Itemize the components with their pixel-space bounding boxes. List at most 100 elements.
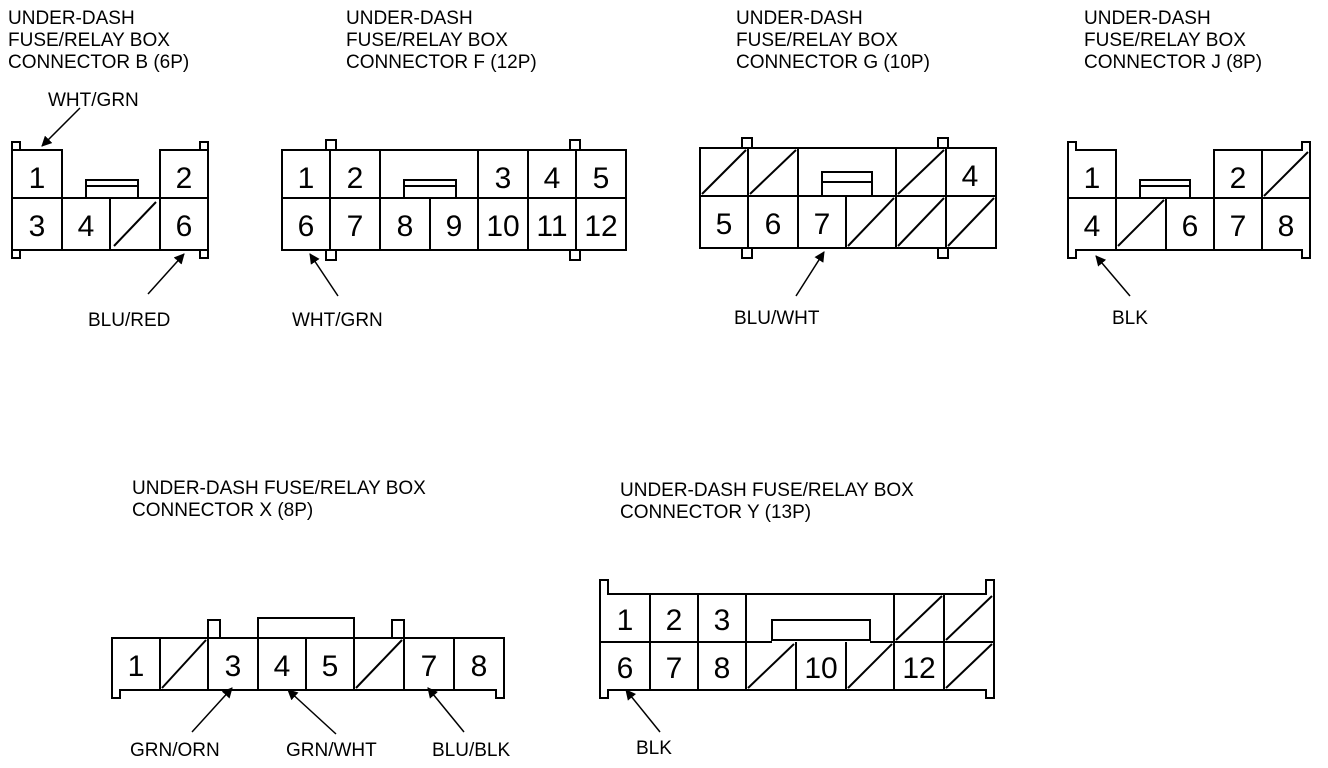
pin-x-5: 5 (322, 650, 339, 683)
pin-f-6: 6 (298, 210, 315, 243)
connector-g-title-line-1: UNDER-DASH (736, 8, 863, 29)
connector-y-bottom-slash-1 (747, 643, 795, 689)
pin-x-4: 4 (274, 650, 291, 683)
connector-g-title: UNDER-DASH FUSE/RELAY BOX CONNECTOR G (1… (736, 8, 930, 74)
connector-b (11, 141, 209, 259)
arrow-x-7 (427, 687, 465, 733)
connector-g-latch (821, 171, 873, 197)
connector-y (599, 579, 995, 699)
pin-f-11: 11 (536, 210, 567, 243)
pin-y-8: 8 (714, 652, 731, 685)
pin-f-9: 9 (446, 210, 463, 243)
connector-b-title-line-3: CONNECTOR B (6P) (8, 52, 190, 73)
arrow-j-4 (1095, 255, 1131, 297)
pin-g-5: 5 (716, 208, 733, 241)
connector-x-title: UNDER-DASH FUSE/RELAY BOX CONNECTOR X (8… (132, 478, 426, 522)
pin-y-3: 3 (714, 604, 731, 637)
connector-j-bottom-slash (1117, 199, 1165, 247)
pin-x-8: 8 (471, 650, 488, 683)
connector-g-bottom-slash-2 (897, 197, 945, 247)
connector-f (281, 139, 627, 261)
pin-y-6: 6 (617, 652, 634, 685)
connector-g-top-slash-3 (897, 149, 945, 195)
connector-j-top-slash (1263, 151, 1309, 197)
wire-label-j-4: BLK (1112, 308, 1148, 329)
wire-label-y-6: BLK (636, 738, 672, 759)
wire-label-b-6: BLU/RED (88, 310, 170, 331)
connector-g-housing (699, 147, 997, 249)
connector-f-title: UNDER-DASH FUSE/RELAY BOX CONNECTOR F (1… (346, 8, 537, 74)
connector-y-housing (599, 579, 995, 699)
arrow-x-3 (191, 687, 233, 733)
pin-b-4: 4 (78, 210, 95, 243)
pin-f-4: 4 (544, 162, 561, 195)
connector-g (699, 137, 997, 259)
pin-b-2: 2 (176, 162, 193, 195)
pin-f-10: 10 (486, 210, 519, 243)
pin-f-1: 1 (298, 162, 315, 195)
pin-f-7: 7 (347, 210, 364, 243)
connector-f-title-line-1: UNDER-DASH (346, 8, 473, 29)
pin-b-1: 1 (29, 162, 46, 195)
connector-j-title: UNDER-DASH FUSE/RELAY BOX CONNECTOR J (8… (1084, 8, 1262, 74)
arrow-b-1 (41, 107, 81, 147)
connector-g-bottom-slash-3 (947, 197, 995, 247)
connector-g-tab-bottom-left (741, 247, 753, 259)
pin-j-8: 8 (1278, 210, 1295, 243)
pin-x-7: 7 (421, 650, 438, 683)
pin-j-4: 4 (1084, 210, 1101, 243)
connector-f-title-line-3: CONNECTOR F (12P) (346, 52, 537, 73)
connector-b-cell-5-slash (113, 201, 157, 247)
pin-j-7: 7 (1230, 210, 1247, 243)
connector-f-tab-bottom-right (569, 249, 581, 261)
pin-x-1: 1 (128, 650, 145, 683)
connector-f-tab-top-right (569, 139, 581, 151)
connector-y-top-slash-1 (895, 595, 943, 641)
connector-f-tab-bottom-left (325, 249, 337, 261)
pin-b-3: 3 (29, 210, 46, 243)
pin-y-7: 7 (666, 652, 683, 685)
connector-y-bottom-slash-2 (847, 643, 893, 689)
connector-y-title-line-1: UNDER-DASH FUSE/RELAY BOX (620, 480, 914, 501)
connector-y-title-line-2: CONNECTOR Y (13P) (620, 502, 812, 523)
connector-b-latch (85, 179, 139, 199)
arrow-g-7 (795, 251, 825, 297)
pin-f-8: 8 (397, 210, 414, 243)
pin-f-5: 5 (593, 162, 610, 195)
connector-x-latch (257, 617, 355, 639)
connector-b-cell-6 (159, 197, 209, 251)
connector-g-title-line-2: FUSE/RELAY BOX (736, 30, 898, 51)
pin-j-2: 2 (1230, 162, 1247, 195)
connector-x-tab-right (391, 619, 405, 639)
connector-f-tab-top-left (325, 139, 337, 151)
pin-f-2: 2 (347, 162, 364, 195)
connector-y-title: UNDER-DASH FUSE/RELAY BOX CONNECTOR Y (1… (620, 480, 914, 524)
connector-g-top-slash-1 (701, 149, 747, 195)
pin-y-12: 12 (902, 652, 935, 685)
pin-g-4: 4 (962, 160, 979, 193)
arrow-f-6 (309, 253, 339, 297)
connector-j-title-line-3: CONNECTOR J (8P) (1084, 52, 1263, 73)
connector-x-title-line-1: UNDER-DASH FUSE/RELAY BOX (132, 478, 426, 499)
pin-f-3: 3 (495, 162, 512, 195)
pin-y-1: 1 (617, 604, 634, 637)
pin-g-6: 6 (765, 208, 782, 241)
connector-j-title-line-1: UNDER-DASH (1084, 8, 1211, 29)
wire-label-g-7: BLU/WHT (734, 308, 820, 329)
connector-f-title-line-2: FUSE/RELAY BOX (346, 30, 508, 51)
connector-x-slash-1 (161, 639, 207, 689)
wire-label-b-1: WHT/GRN (48, 90, 139, 111)
connector-x-housing (111, 637, 505, 699)
connector-x-slash-2 (355, 639, 403, 689)
connector-g-top-slash-2 (749, 149, 797, 195)
pin-y-10: 10 (804, 652, 837, 685)
wire-label-x-7: BLU/BLK (432, 740, 510, 761)
pin-j-6: 6 (1182, 210, 1199, 243)
pin-x-3: 3 (225, 650, 242, 683)
pin-y-2: 2 (666, 604, 683, 637)
pin-j-1: 1 (1084, 162, 1101, 195)
connector-g-tab-bottom-right (937, 247, 949, 259)
connector-f-housing (281, 149, 627, 251)
connector-b-title-line-1: UNDER-DASH (8, 8, 135, 29)
